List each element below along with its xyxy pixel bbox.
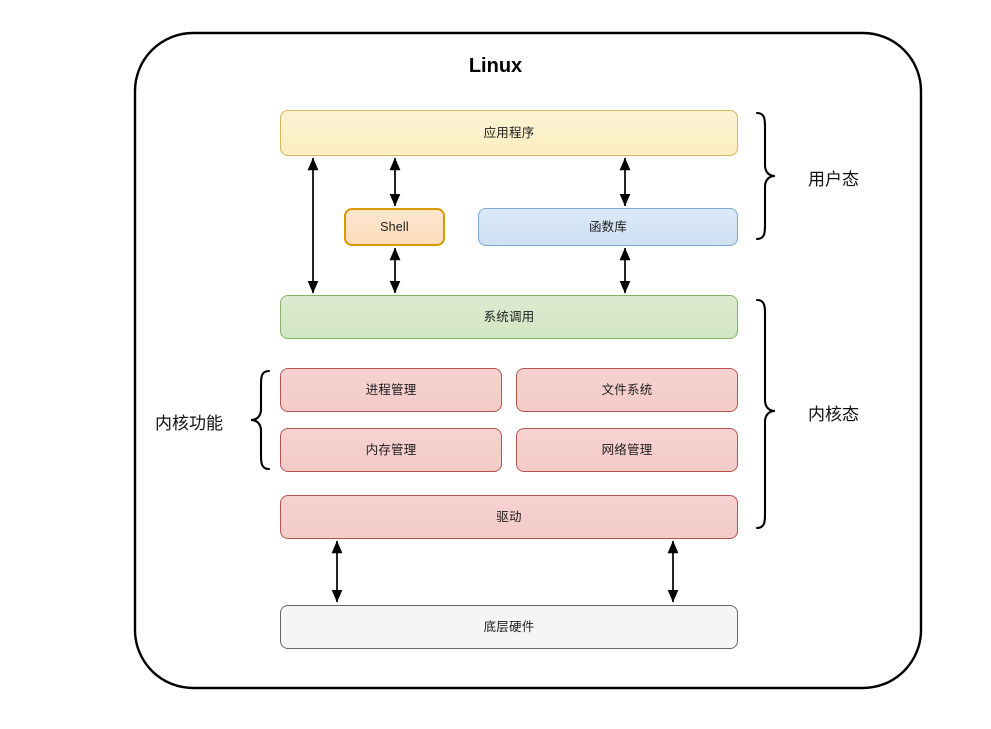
outer-container-border — [133, 31, 923, 690]
bracket-kernel-mode — [755, 298, 776, 530]
node-network-management[interactable]: 网络管理 — [516, 428, 738, 472]
node-application[interactable]: 应用程序 — [280, 110, 738, 156]
node-syscall-label: 系统调用 — [483, 309, 535, 324]
node-library-label: 函数库 — [588, 219, 628, 234]
node-file-system[interactable]: 文件系统 — [516, 368, 738, 412]
node-application-label: 应用程序 — [483, 125, 535, 140]
node-process-management[interactable]: 进程管理 — [280, 368, 502, 412]
node-process-management-label: 进程管理 — [365, 382, 417, 397]
node-driver[interactable]: 驱动 — [280, 495, 738, 539]
node-shell[interactable]: Shell — [344, 208, 445, 246]
node-syscall[interactable]: 系统调用 — [280, 295, 738, 339]
node-hardware[interactable]: 底层硬件 — [280, 605, 738, 649]
bracket-user-mode — [755, 111, 776, 241]
node-shell-label: Shell — [380, 219, 409, 234]
bracket-kernel-functions — [250, 369, 271, 471]
node-memory-management-label: 内存管理 — [365, 442, 417, 457]
node-network-management-label: 网络管理 — [601, 442, 653, 457]
diagram-title: Linux — [468, 55, 523, 77]
node-library[interactable]: 函数库 — [478, 208, 738, 246]
node-hardware-label: 底层硬件 — [483, 619, 535, 634]
node-driver-label: 驱动 — [496, 509, 522, 524]
label-kernel-mode: 内核态 — [808, 405, 859, 424]
label-kernel-functions: 内核功能 — [155, 414, 223, 433]
node-file-system-label: 文件系统 — [601, 382, 653, 397]
node-memory-management[interactable]: 内存管理 — [280, 428, 502, 472]
label-user-mode: 用户态 — [808, 170, 859, 189]
